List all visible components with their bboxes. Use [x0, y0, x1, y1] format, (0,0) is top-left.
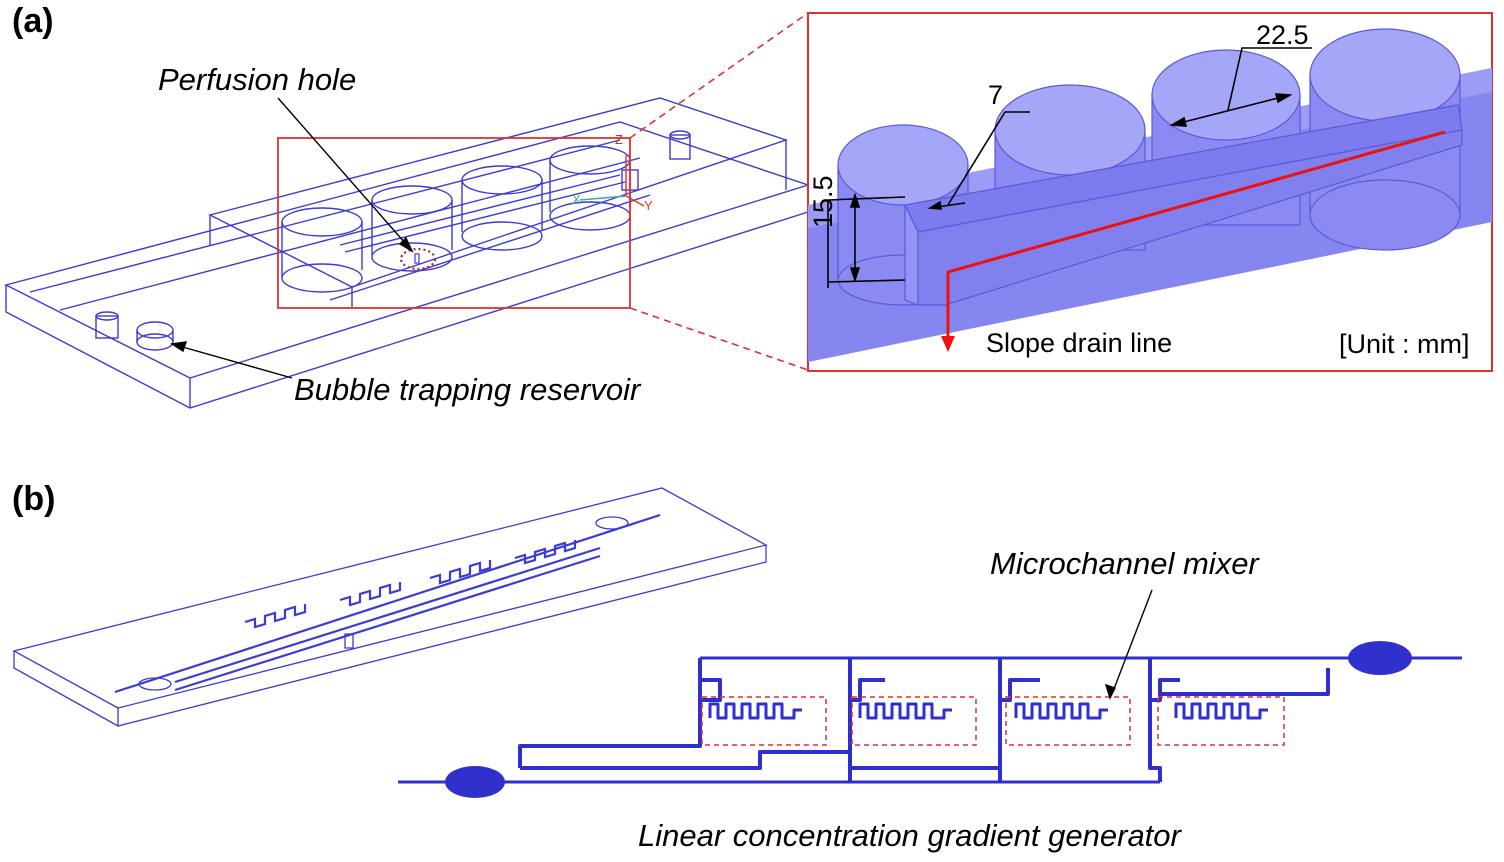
dimension-22-5: 22.5	[1256, 20, 1309, 50]
axis-label-x: X	[572, 192, 581, 207]
zoom-lead-line-top	[629, 12, 809, 139]
drain-arrowhead	[941, 336, 955, 352]
dimension-7: 7	[988, 80, 1004, 110]
axis-indicator	[579, 155, 645, 207]
microchannel-mixer-label: Microchannel mixer	[990, 546, 1259, 581]
gradient-generator-label: Linear concentration gradient generator	[638, 818, 1181, 853]
panel-a-label: (a)	[12, 2, 54, 40]
slope-drain-label: Slope drain line	[986, 328, 1173, 358]
zoom-inset	[807, 12, 1493, 372]
gradient-generator-schematic	[398, 641, 1462, 798]
chip-gradient-wireframe	[12, 487, 768, 727]
slope-drain-line	[946, 130, 1446, 340]
mixer-highlight-boxes	[701, 696, 1285, 746]
dimension-15-5: 15.5	[808, 175, 838, 228]
bubble-reservoir-arrow	[171, 343, 293, 379]
axis-label-y: Y	[644, 198, 653, 213]
perfusion-hole-arrow	[277, 97, 413, 252]
axis-label-z: Z	[615, 132, 623, 147]
perfusion-hole-marker	[399, 247, 437, 271]
chip-3d-wireframe	[4, 97, 811, 409]
zoom-highlight-box	[277, 137, 631, 309]
panel-b-label: (b)	[12, 480, 56, 518]
bubble-reservoir-label: Bubble trapping reservoir	[294, 372, 641, 407]
mixer-arrow	[1111, 589, 1153, 695]
zoom-lead-line-bottom	[629, 307, 809, 371]
perfusion-hole-label: Perfusion hole	[158, 62, 357, 97]
unit-label: [Unit : mm]	[1339, 329, 1470, 359]
